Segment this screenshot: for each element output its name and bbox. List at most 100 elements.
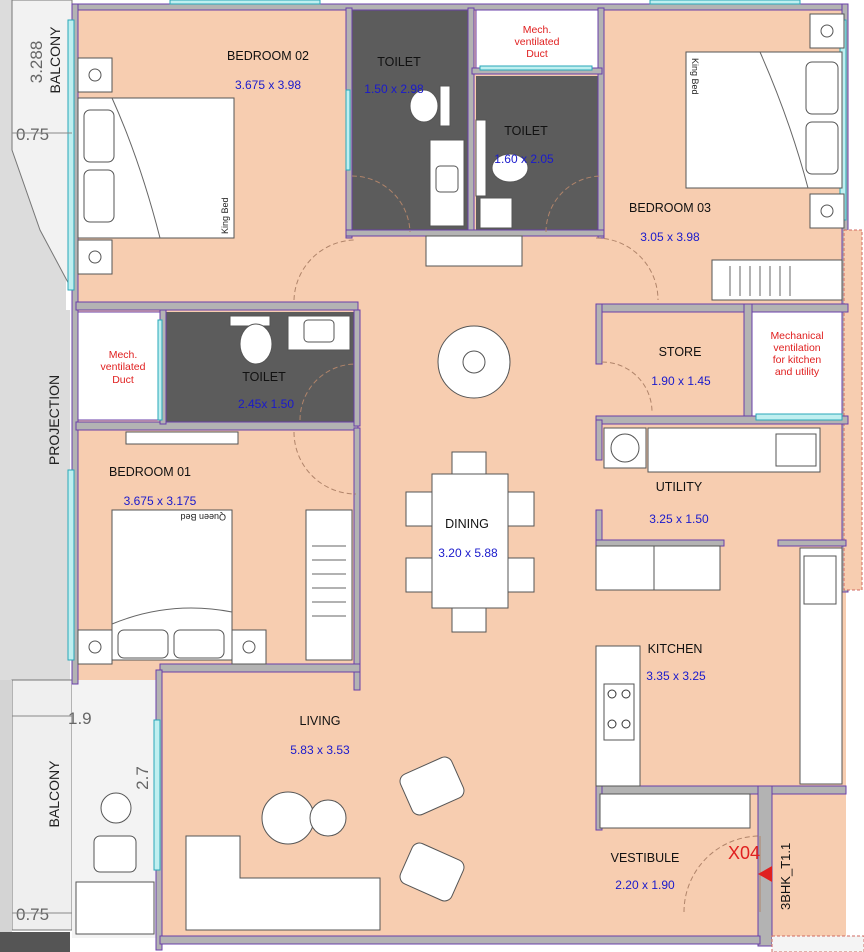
room-name-vestibule: VESTIBULE: [611, 851, 680, 865]
unit-code: 3BHK_T1.1: [778, 843, 793, 910]
wc-c-tank: [229, 315, 271, 327]
dim-27: 2.7: [133, 766, 152, 790]
room-dims-utility: 3.25 x 1.50: [649, 512, 709, 526]
dim-3288: 3.288: [27, 41, 46, 84]
nightstand-q2: [231, 629, 267, 665]
kitchen-appliance: [595, 545, 721, 591]
wardrobe-bed03-hangers: [729, 266, 791, 296]
window-bed01: [67, 469, 75, 661]
dining-table: [431, 473, 509, 609]
door-store: [601, 361, 653, 413]
washing-machine-drum: [610, 433, 640, 463]
wall-store-right: [743, 303, 753, 421]
mech-note-2: ventilation: [773, 342, 820, 354]
room-name-toilet-c: TOILET: [242, 370, 286, 384]
balcony-top-parapet: [11, 0, 73, 291]
lamp-a1: [88, 68, 102, 82]
duct-left-note-3: Duct: [112, 374, 134, 386]
entry-marker-label: X04: [728, 843, 760, 863]
door-toilet-c: [299, 363, 357, 421]
room-name-living: LIVING: [300, 714, 341, 728]
projection-area: [0, 310, 70, 680]
round-table-centre: [462, 350, 486, 374]
room-dims-vestibule: 2.20 x 1.90: [615, 878, 675, 892]
room-dims-toilet-a: 1.50 x 2.98: [364, 82, 424, 96]
wall-toilet-c-bottom: [75, 421, 359, 431]
wall-bottom: [159, 935, 761, 945]
burner-2: [621, 689, 631, 699]
room-name-store: STORE: [659, 345, 702, 359]
lamp-q1: [88, 640, 102, 654]
wall-bed01-bottom: [159, 663, 361, 673]
room-name-bedroom01: BEDROOM 01: [109, 465, 191, 479]
chair-1: [451, 451, 487, 475]
chair-6: [507, 557, 535, 593]
wall-kitchen-right-stub: [777, 539, 847, 547]
wc-b-tank: [475, 119, 487, 197]
balcony-bottom-area: [11, 679, 73, 931]
lamp-q2: [242, 640, 256, 654]
lamp-b2: [820, 204, 834, 218]
duct-top-note-1: Mech.: [523, 24, 552, 36]
queen-bed-sheet: [111, 607, 233, 625]
door-toilet-a: [351, 175, 411, 233]
pillow-b2: [805, 121, 839, 175]
balcony-top-label: BALCONY: [47, 26, 63, 94]
nightstand-b1: [809, 13, 845, 49]
queen-bed-label: Queen Bed: [180, 512, 226, 522]
room-dims-kitchen: 3.35 x 3.25: [646, 669, 706, 683]
room-dims-bedroom01: 3.675 x 3.175: [124, 494, 197, 508]
room-dims-store: 1.90 x 1.45: [651, 374, 711, 388]
balcony-bottom-bar: [0, 932, 70, 952]
door-bed01: [293, 431, 357, 495]
lamp-b1: [820, 24, 834, 38]
wall-toilet-a-right: [467, 7, 475, 239]
pillow-q1: [117, 629, 169, 659]
nightstand-a1: [77, 57, 113, 93]
wall-toilets-bottom: [345, 229, 605, 237]
wall-top: [71, 3, 849, 11]
room-name-bedroom02: BEDROOM 02: [227, 49, 309, 63]
duct-top-note-3: Duct: [526, 48, 548, 60]
room-dims-toilet-b: 1.60 x 2.05: [494, 152, 554, 166]
chair-4: [405, 557, 433, 593]
king-bed-b-sheet: [759, 51, 809, 189]
room-name-kitchen: KITCHEN: [648, 642, 703, 656]
wc-b: [491, 153, 529, 183]
armchair-2: [399, 842, 465, 902]
room-name-toilet-a: TOILET: [377, 55, 421, 69]
duct-top-window: [479, 65, 593, 71]
wc-a: [409, 89, 439, 123]
balcony-table: [100, 792, 132, 824]
mech-note-1: Mechanical: [770, 330, 823, 342]
lamp-a2: [88, 250, 102, 264]
nightstand-a2: [77, 239, 113, 275]
room-name-bedroom03: BEDROOM 03: [629, 201, 711, 215]
wall-bed02-bottom: [75, 301, 359, 311]
room-dims-bedroom03: 3.05 x 3.98: [640, 230, 700, 244]
wall-store-left: [595, 303, 603, 365]
balcony-chair: [93, 835, 137, 873]
nightstand-b2: [809, 193, 845, 229]
wall-toilet-b-right: [597, 7, 605, 239]
wall-bed01-right: [353, 427, 361, 691]
chair-5: [507, 491, 535, 527]
window-toilet-a: [345, 89, 351, 171]
wall-right-column: [843, 229, 863, 591]
wall-store-top: [595, 303, 849, 313]
window-mech: [755, 413, 843, 421]
balcony-edge-left: [0, 680, 12, 952]
bed01-shelf: [125, 431, 239, 445]
door-bed03: [595, 237, 659, 301]
duct-left-note-1: Mech.: [109, 349, 138, 361]
room-name-utility: UTILITY: [656, 480, 703, 494]
wall-bottom-right: [771, 935, 864, 952]
vestibule-shoe-rack: [599, 793, 751, 829]
l-sofa: [185, 835, 381, 931]
room-dims-living: 5.83 x 3.53: [290, 743, 350, 757]
pillow-b1: [805, 61, 839, 115]
king-bed-a-sheet: [111, 97, 161, 239]
pillow-q2: [173, 629, 225, 659]
nightstand-q1: [77, 629, 113, 665]
